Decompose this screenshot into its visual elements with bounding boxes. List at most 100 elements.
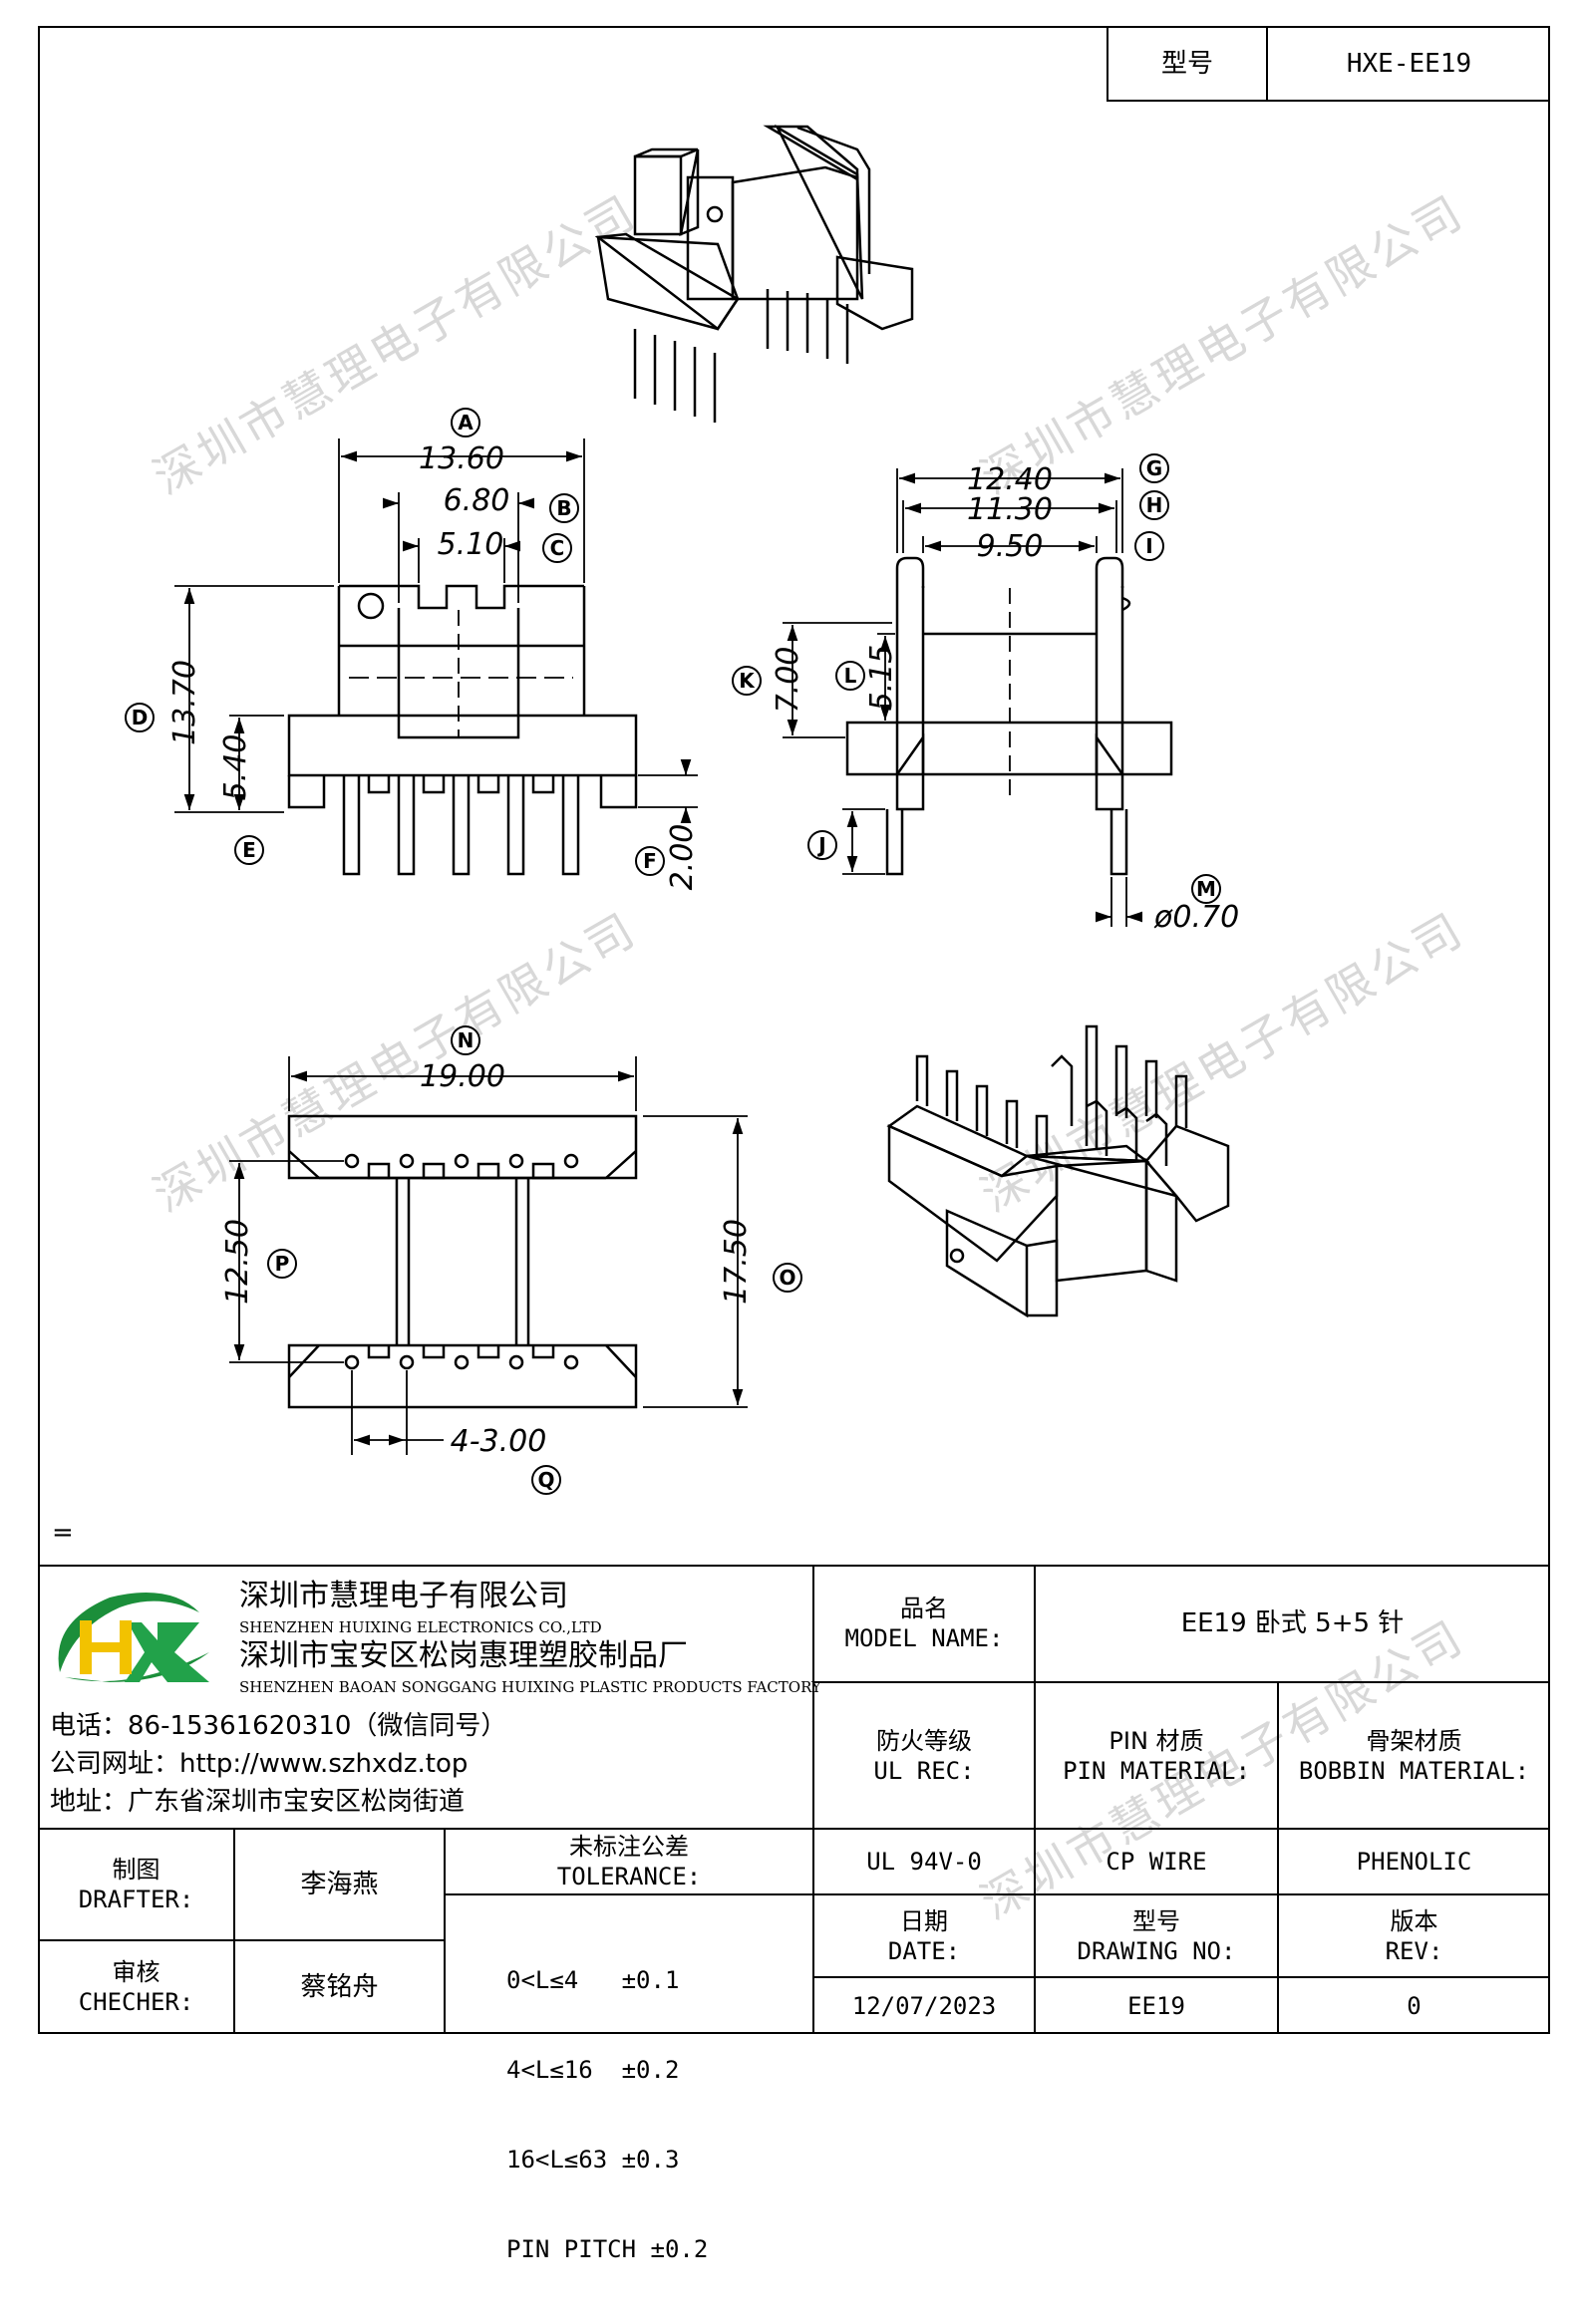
- label-m: M: [1196, 877, 1216, 901]
- drawing-frame: [38, 26, 1550, 2034]
- company-phone: 电话：86-15361620310（微信同号）: [50, 1711, 507, 1741]
- dim-l-value: 5.15: [864, 645, 899, 712]
- model-name-value: EE19 卧式 5+5 针: [1180, 1608, 1405, 1638]
- dim-b-value: 6.80: [444, 483, 510, 518]
- dim-e-value: 5.40: [218, 734, 253, 801]
- company-address: 地址：广东省深圳市宝安区松岗街道: [50, 1787, 466, 1817]
- label-g: G: [1146, 456, 1162, 480]
- tolerance-label: 未标注公差 TOLERANCE:: [445, 1829, 813, 1894]
- header-model-box: [1107, 26, 1550, 102]
- pin-material-value: CP WIRE: [1106, 1848, 1207, 1876]
- dim-c-value: 5.10: [438, 527, 504, 562]
- checker-value: 蔡铭舟: [300, 1972, 379, 2002]
- dim-p-value: 12.50: [220, 1219, 255, 1305]
- tolerance-line: 4<L≤16 ±0.2: [506, 2056, 680, 2084]
- pin-material-label-cn: PIN 材质: [1108, 1726, 1204, 1755]
- label-d: D: [132, 706, 149, 729]
- tolerance-line: 0<L≤4 ±0.1: [506, 1966, 680, 1994]
- drawing-no-value: EE19: [1127, 1991, 1185, 2020]
- pin-material-label: PIN 材质 PIN MATERIAL:: [1035, 1682, 1278, 1829]
- label-p: P: [275, 1252, 290, 1276]
- rev-label-en: REV:: [1385, 1936, 1443, 1965]
- dim-i-value: 9.50: [977, 529, 1044, 564]
- company-website[interactable]: 公司网址：http://www.szhxdz.top: [50, 1749, 469, 1779]
- title-block-grid: [38, 1565, 1550, 2034]
- header-model-value: HXE-EE19: [1346, 49, 1472, 79]
- front-view: [287, 584, 638, 876]
- factory-name-en: SHENZHEN BAOAN SONGGANG HUIXING PLASTIC …: [239, 1678, 821, 1696]
- front-view-dimensions: [174, 438, 698, 824]
- circle-label-letters: A B C D E F G H I J K L M N O P Q: [132, 411, 1216, 1492]
- label-c: C: [550, 536, 565, 560]
- tolerance-label-en: TOLERANCE:: [556, 1863, 702, 1890]
- ul-rec-label: 防火等级 UL REC:: [813, 1682, 1035, 1829]
- bottom-view-dimensions: [229, 1056, 748, 1455]
- dim-q-value: 4-3.00: [451, 1424, 547, 1459]
- side-view-dimensions: [783, 468, 1143, 927]
- drafter-label-cn: 制图: [112, 1856, 160, 1884]
- label-i: I: [1145, 534, 1152, 558]
- dimension-values: 13.60 6.80 5.10 13.70 5.40 2.00 12.40 11…: [167, 441, 1239, 1459]
- tolerance-table: 0<L≤4 ±0.1 4<L≤16 ±0.2 16<L≤63 ±0.3 PIN …: [506, 1905, 805, 2324]
- label-l: L: [844, 664, 857, 688]
- label-k: K: [739, 669, 756, 693]
- drafter-value: 李海燕: [300, 1870, 379, 1899]
- model-name-label: 品名 MODEL NAME:: [813, 1565, 1035, 1682]
- tolerance-line: PIN PITCH ±0.2: [506, 2235, 709, 2263]
- factory-name-cn: 深圳市宝安区松岗惠理塑胶制品厂: [239, 1638, 688, 1673]
- side-view: [845, 556, 1173, 876]
- label-j: J: [816, 833, 825, 857]
- tolerance-label-cn: 未标注公差: [569, 1833, 689, 1861]
- ul-rec-label-en: UL REC:: [873, 1756, 975, 1785]
- bobbin-material-label-en: BOBBIN MATERIAL:: [1298, 1756, 1530, 1785]
- checker-label: 审核 CHECHER:: [38, 1940, 234, 2034]
- label-f: F: [643, 849, 657, 873]
- date-label: 日期 DATE:: [813, 1894, 1035, 1977]
- label-h: H: [1146, 493, 1163, 517]
- dim-n-value: 19.00: [420, 1059, 505, 1094]
- company-logo: [58, 1593, 209, 1682]
- iso-view-top: [594, 124, 914, 423]
- tolerance-line: 16<L≤63 ±0.3: [506, 2146, 680, 2174]
- dim-k-value: 7.00: [771, 647, 805, 714]
- drawing-no-label-cn: 型号: [1132, 1906, 1180, 1935]
- header-model-label: 型号: [1160, 49, 1213, 79]
- dim-f-value: 2.00: [665, 824, 700, 891]
- dim-g-value: 12.40: [967, 462, 1053, 497]
- checker-label-cn: 审核: [112, 1958, 160, 1986]
- dim-o-value: 17.50: [719, 1219, 754, 1305]
- label-b: B: [556, 496, 571, 520]
- rev-label-cn: 版本: [1390, 1906, 1438, 1935]
- model-name-label-en: MODEL NAME:: [844, 1624, 1004, 1652]
- bobbin-material-label: 骨架材质 BOBBIN MATERIAL:: [1278, 1682, 1550, 1829]
- bobbin-material-value: PHENOLIC: [1356, 1848, 1472, 1876]
- circle-labels: [125, 408, 1221, 1495]
- label-n: N: [458, 1028, 475, 1052]
- date-label-cn: 日期: [900, 1906, 948, 1935]
- technical-drawing: 13.60 6.80 5.10 13.70 5.40 2.00 12.40 11…: [125, 124, 1239, 1495]
- model-name-label-cn: 品名: [900, 1595, 948, 1622]
- rev-value: 0: [1407, 1991, 1422, 2020]
- label-a: A: [458, 411, 474, 435]
- title-block: 深圳市慧理电子有限公司 SHENZHEN HUIXING ELECTRONICS…: [38, 1565, 1550, 2263]
- dim-m-value: ø0.70: [1153, 900, 1239, 935]
- header-divider: [1266, 26, 1268, 102]
- drafter-label: 制图 DRAFTER:: [38, 1829, 234, 1940]
- label-e: E: [242, 838, 256, 862]
- dim-a-value: 13.60: [419, 441, 504, 476]
- rev-label: 版本 REV:: [1278, 1894, 1550, 1977]
- date-label-en: DATE:: [887, 1936, 961, 1965]
- label-q: Q: [537, 1468, 554, 1492]
- dim-d-value: 13.70: [167, 660, 202, 745]
- bottom-view: [287, 1114, 638, 1409]
- drawing-no-label: 型号 DRAWING NO:: [1035, 1894, 1278, 1977]
- pin-material-label-en: PIN MATERIAL:: [1063, 1756, 1250, 1785]
- ul-rec-value: UL 94V-0: [866, 1848, 982, 1876]
- note-mark: =: [52, 1518, 74, 1548]
- label-o: O: [779, 1266, 795, 1290]
- company-name-en: SHENZHEN HUIXING ELECTRONICS CO.,LTD: [239, 1618, 602, 1636]
- iso-view-bottom: [886, 1024, 1230, 1318]
- drawing-no-label-en: DRAWING NO:: [1077, 1936, 1236, 1965]
- dim-h-value: 11.30: [967, 492, 1053, 527]
- ul-rec-label-cn: 防火等级: [876, 1726, 972, 1755]
